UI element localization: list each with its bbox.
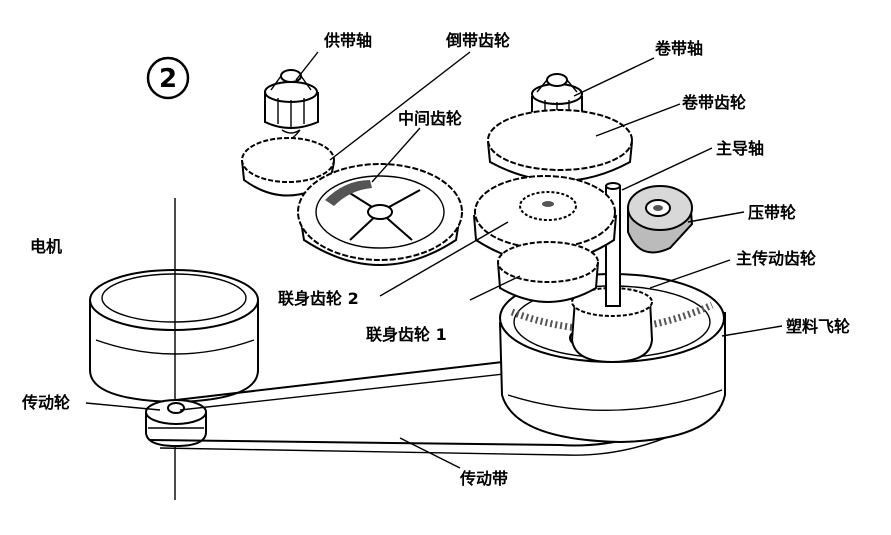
label-compound-gear-1: 联身齿轮 1 [366, 325, 447, 344]
label-supply-reel: 供带轴 [323, 31, 372, 50]
compound-gear-1 [497, 241, 599, 303]
motor [89, 269, 259, 404]
label-takeup-reel: 卷带轴 [654, 39, 703, 58]
drive-pulley [145, 399, 207, 448]
label-drive-belt: 传动带 [459, 469, 508, 488]
label-motor: 电机 [30, 237, 62, 256]
leader-lines [85, 51, 783, 469]
figure-number: 2 [159, 64, 177, 94]
label-compound-gear-2: 联身齿轮 2 [278, 289, 359, 308]
pinch-roller [627, 185, 694, 254]
label-main-drive-gear: 主传动齿轮 [736, 249, 816, 268]
takeup-gear [487, 109, 633, 182]
idler-gear [297, 163, 463, 266]
label-pinch-roller: 压带轮 [748, 203, 796, 222]
label-takeup-gear: 卷带齿轮 [681, 93, 746, 112]
label-drive-pulley: 传动轮 [21, 393, 70, 412]
label-capstan: 主导轴 [716, 139, 764, 158]
label-idler-gear: 中间齿轮 [398, 109, 462, 128]
supply-reel-spindle [264, 69, 319, 158]
label-plastic-flywheel: 塑料飞轮 [786, 317, 850, 336]
figure-number-badge: 2 [146, 56, 190, 100]
label-reverse-gear: 倒带齿轮 [445, 31, 510, 50]
